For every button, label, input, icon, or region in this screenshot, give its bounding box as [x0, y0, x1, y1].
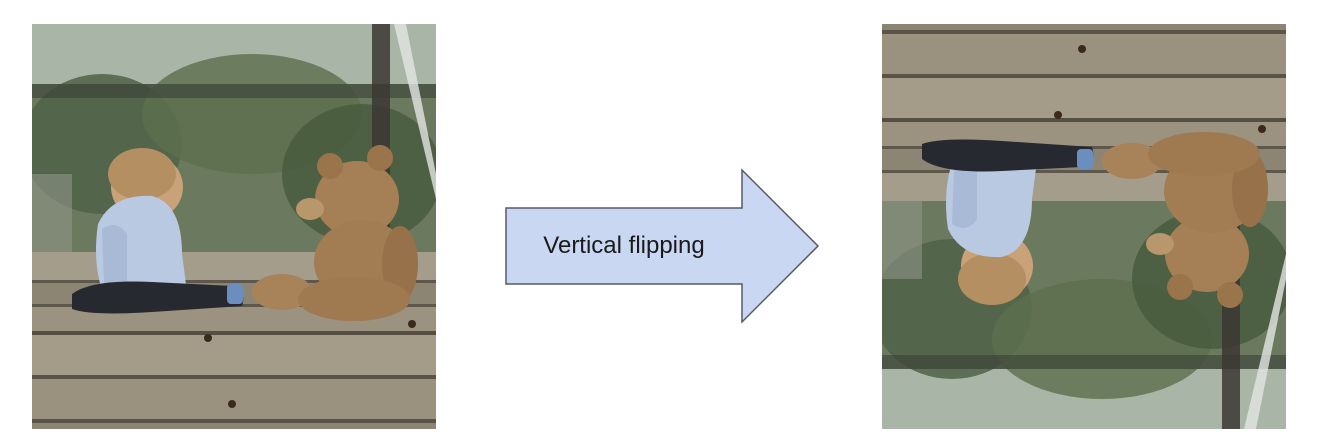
flipped-photo-image [882, 24, 1286, 429]
arrow-shape [505, 168, 820, 324]
flipped-photo [882, 24, 1286, 429]
operation-label: Vertical flipping [543, 232, 705, 259]
original-photo [32, 24, 436, 429]
original-photo-image [32, 24, 436, 429]
operation-arrow: Vertical flipping [504, 168, 822, 324]
